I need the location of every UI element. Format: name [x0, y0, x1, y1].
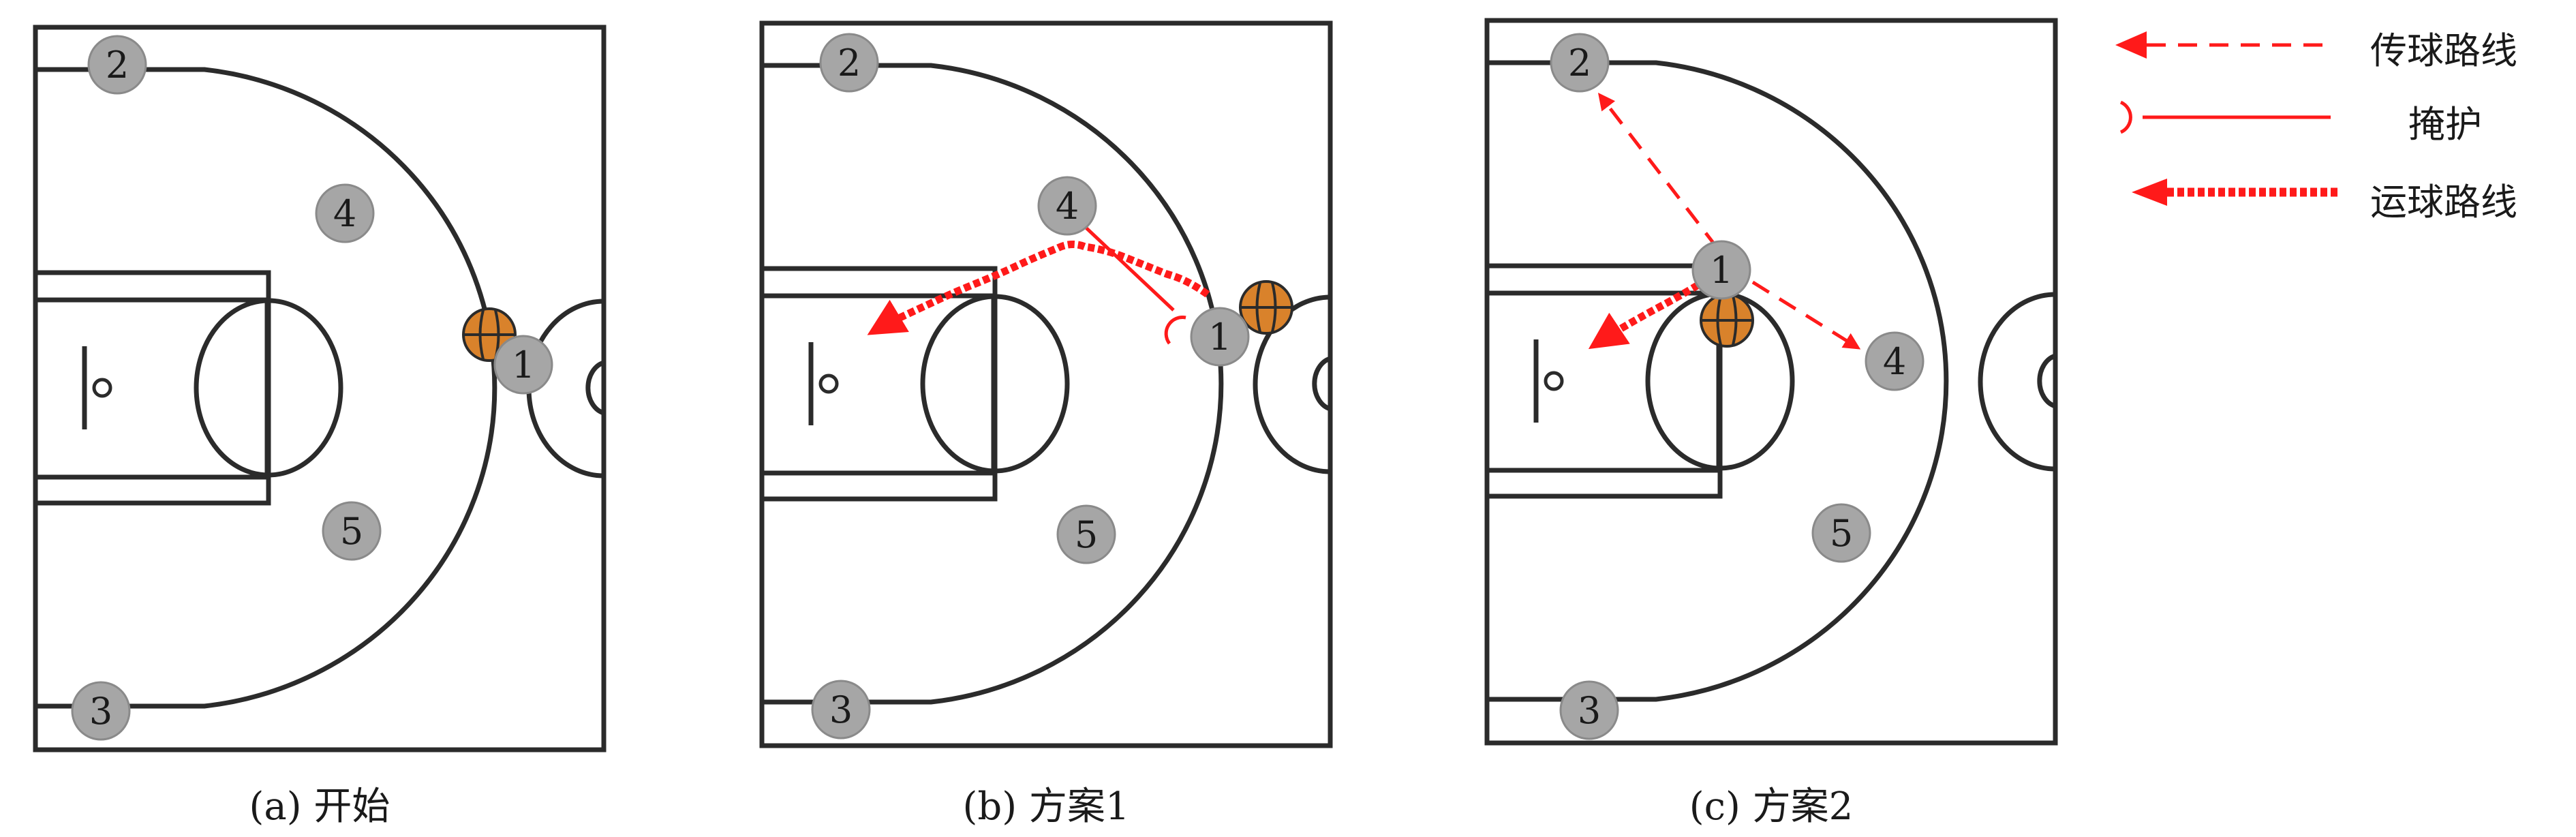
hoop-icon	[818, 374, 839, 394]
pass-route-to-4	[1751, 280, 1861, 350]
player-marker-icon: 5	[1811, 503, 1871, 563]
screen-symbol-icon	[1164, 316, 1186, 345]
player-marker-icon: 2	[87, 35, 147, 95]
player-marker-icon: 5	[322, 501, 382, 561]
key-outer	[759, 266, 998, 502]
player-marker-icon: 3	[1559, 680, 1619, 740]
player-number: 3	[89, 690, 112, 733]
court-boundary	[1484, 18, 2058, 746]
caption-a: (a) 开始	[249, 785, 390, 829]
court-boundary	[759, 20, 1333, 748]
player-marker-icon: 4	[1865, 331, 1925, 391]
panel-c-court	[1484, 18, 2058, 746]
panel-c-players: 2 1 4 5 3	[1550, 33, 1925, 740]
basketball-icon	[1700, 293, 1754, 348]
caption-c: (c) 方案2	[1689, 785, 1854, 829]
panel-a-players: 2 4 1 5 3	[71, 35, 553, 741]
center-circle-inner	[585, 360, 605, 416]
player-number: 4	[333, 192, 356, 235]
three-point-arc	[762, 63, 1224, 705]
player-marker-icon: 4	[1037, 176, 1097, 236]
panel-b-court	[759, 20, 1333, 748]
key-inner	[1484, 290, 1721, 473]
key-inner	[759, 293, 996, 476]
player-marker-icon: 4	[315, 183, 375, 243]
three-point-arc	[1487, 60, 1949, 702]
player-number: 5	[1830, 512, 1853, 555]
panel-a-court	[33, 25, 607, 752]
dribble-route	[1588, 281, 1700, 350]
key-outer	[33, 270, 271, 506]
basketball-icon	[1239, 280, 1293, 335]
center-circle-inner	[2037, 353, 2057, 409]
player-marker-icon: 2	[1550, 33, 1610, 93]
free-throw-circle	[920, 294, 1070, 474]
player-number: 1	[512, 344, 535, 386]
legend	[2115, 31, 2337, 206]
player-marker-icon: 3	[71, 681, 131, 741]
arrow-head-icon	[2132, 179, 2167, 206]
player-number: 1	[1208, 316, 1231, 359]
screen-symbol-icon	[2119, 100, 2132, 134]
key-outer	[1484, 263, 1723, 499]
legend-label-pass: 传球路线	[2370, 29, 2517, 72]
center-circle	[1978, 292, 2056, 472]
player-marker-icon: 2	[819, 33, 879, 93]
caption-b: (b) 方案1	[962, 785, 1130, 829]
player-number: 4	[1883, 340, 1906, 383]
dribble-route	[867, 241, 1210, 335]
player-number: 2	[1568, 42, 1591, 85]
player-number: 5	[340, 510, 363, 553]
player-marker-icon: 1	[1190, 307, 1250, 367]
player-number: 2	[838, 42, 861, 85]
player-number: 3	[1578, 689, 1601, 732]
player-number: 3	[829, 688, 853, 731]
center-circle-inner	[1312, 356, 1332, 412]
player-number: 1	[1710, 249, 1733, 292]
legend-label-screen: 掩护	[2408, 103, 2482, 146]
player-marker-icon: 3	[811, 680, 871, 740]
player-number: 5	[1075, 513, 1098, 556]
legend-label-dribble: 运球路线	[2370, 181, 2517, 224]
key-inner	[33, 297, 270, 480]
player-number: 4	[1056, 185, 1079, 228]
player-number: 2	[106, 44, 129, 87]
player-marker-icon: 1	[493, 335, 553, 395]
three-point-arc	[35, 67, 497, 709]
free-throw-circle	[194, 298, 343, 478]
panel-b-players: 2 4 1 5 3	[811, 33, 1250, 740]
arrow-head-icon	[2115, 31, 2147, 59]
player-marker-icon: 5	[1056, 504, 1116, 564]
pass-route-to-2	[1597, 93, 1719, 249]
center-circle	[1253, 294, 1331, 474]
hoop-icon	[1544, 371, 1564, 391]
hoop-icon	[92, 378, 112, 398]
player-marker-icon: 1	[1691, 240, 1751, 300]
